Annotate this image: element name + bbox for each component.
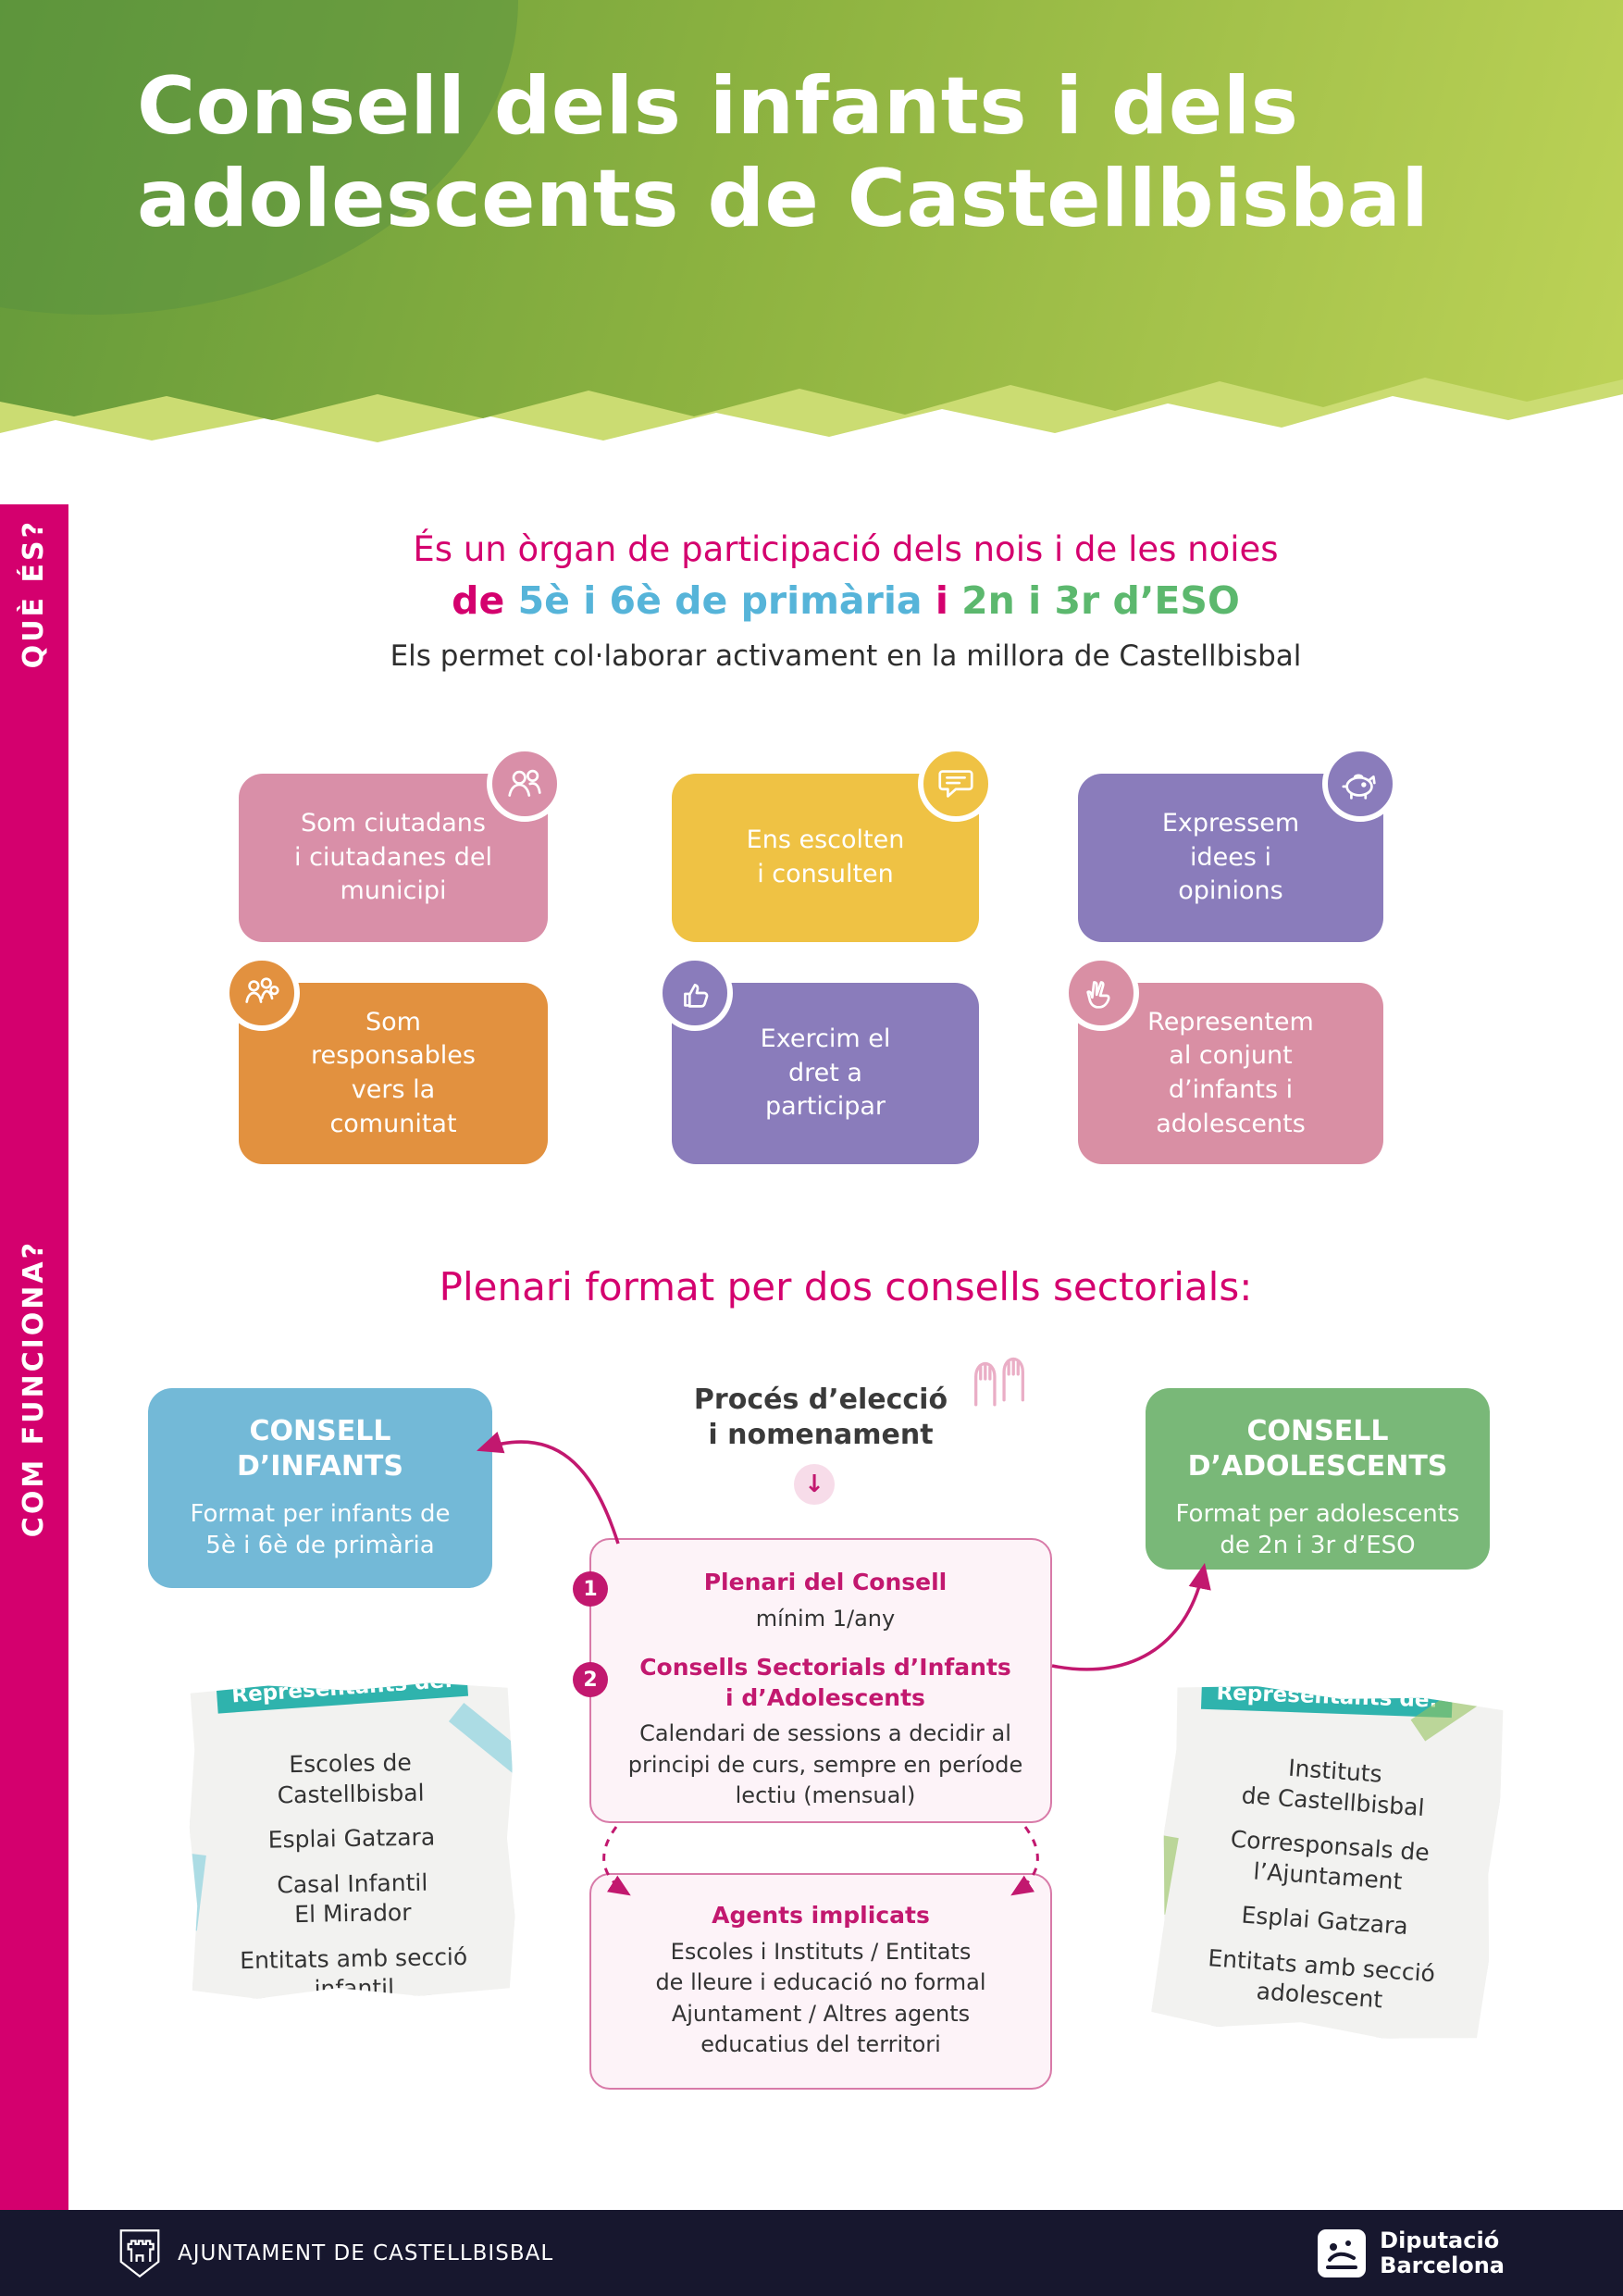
note-item: Esplai Gatzara (1240, 1901, 1409, 1941)
piggy-bank-icon (1322, 746, 1398, 822)
diputacio-logo-icon (1318, 2228, 1367, 2277)
card-som-ciutadans: Som ciutadans i ciutadanes del municipi (239, 746, 563, 942)
card-label: Exercim el dret a participar (760, 1024, 891, 1122)
victory-hand-icon (1063, 955, 1139, 1031)
card-exercim-dret: Exercim el dret a participar (657, 955, 979, 1164)
ajuntament-logo: AJUNTAMENT DE CASTELLBISBAL (118, 2228, 553, 2278)
intro-line-2: de 5è i 6è de primària i 2n i 3r d’ESO (68, 578, 1623, 623)
card-label: Representem al conjunt d’infants i adole… (1147, 1007, 1314, 1138)
note-right-items: Instituts de Castellbisbal Corresponsals… (1152, 1681, 1506, 2023)
sidebar-label-com-funciona: COM FUNCIONA? (18, 1240, 50, 1538)
agents-body: Escoles i Instituts / Entitats de lleure… (655, 1938, 986, 2058)
footer-bar: AJUNTAMENT DE CASTELLBISBAL Diputació Ba… (0, 2210, 1623, 2296)
plenari-title: Plenari del Consell (703, 1569, 948, 1595)
intro-line-3: Els permet col·laborar activament en la … (390, 639, 1302, 673)
down-arrow-icon: ↓ (794, 1464, 835, 1505)
diputacio-label: Diputació Barcelona (1380, 2227, 1505, 2278)
header-gradient: Consell dels infants i dels adolescents … (0, 0, 1623, 420)
section-sidebar: QUÈ ÉS? COM FUNCIONA? (0, 504, 68, 2210)
consell-infants-body: Format per infants de 5è i 6è de primàri… (190, 1499, 451, 1560)
card-expressem-idees: Expressem idees i opinions (1078, 746, 1398, 942)
representants-note-adolescents: Representants de: Instituts de Castellbi… (1151, 1681, 1507, 2045)
step-2-badge: 2 (573, 1662, 608, 1697)
note-item: Esplai Gatzara (267, 1823, 436, 1854)
consell-infants-box: CONSELL D’INFANTS Format per infants de … (148, 1388, 492, 1588)
sidebar-label-que-es: QUÈ ÉS? (18, 519, 50, 669)
step-1-badge: 1 (573, 1571, 608, 1607)
card-label: Som ciutadans i ciutadanes del municipi (294, 808, 492, 906)
raised-hands-icon (964, 1344, 1035, 1418)
page-title: Consell dels infants i dels adolescents … (137, 60, 1430, 245)
card-ens-escolten: Ens escolten i consulten (672, 746, 994, 942)
speech-bubble-icon (918, 746, 994, 822)
intro-line-1: És un òrgan de participació dels nois i … (413, 529, 1279, 569)
header-banner: Consell dels infants i dels adolescents … (0, 0, 1623, 472)
consells-sectorials-title: Consells Sectorials d’Infants i d’Adoles… (639, 1654, 1011, 1711)
note-item: Escoles de Castellbisbal (277, 1748, 425, 1808)
citizens-icon (487, 746, 563, 822)
card-label: Ens escolten i consulten (746, 825, 905, 888)
arrow-to-infants (477, 1432, 620, 1545)
proces-label: Procés d’elecció i nomenament (693, 1384, 948, 1451)
people-group-icon (224, 955, 300, 1031)
ajuntament-label: AJUNTAMENT DE CASTELLBISBAL (178, 2240, 554, 2265)
note-item: Entitats amb secció infantil (240, 1942, 468, 2003)
card-som-responsables: Som responsables vers la comunitat (224, 955, 548, 1164)
consell-adolescents-title: CONSELL D’ADOLESCENTS (1187, 1415, 1448, 1483)
consells-sectorials-body: Calendari de sessions a decidir al princ… (627, 1720, 1023, 1809)
plenari-frequency: mínim 1/any (755, 1605, 896, 1632)
thumbs-up-icon (657, 955, 733, 1031)
consell-infants-title: CONSELL D’INFANTS (236, 1415, 403, 1483)
consell-adolescents-box: CONSELL D’ADOLESCENTS Format per adolesc… (1146, 1388, 1490, 1570)
note-item: Entitats amb secció adolescent (1207, 1943, 1436, 2014)
plenari-box: 1 2 Plenari del Consell mínim 1/any Cons… (573, 1538, 1052, 1823)
note-item: Casal Infantil El Mirador (277, 1868, 428, 1929)
representants-note-infants: Representants de: Escoles de Castellbisb… (187, 1682, 516, 2000)
intro-primaria: 5è i 6è de primària (517, 578, 923, 623)
consell-adolescents-body: Format per adolescents de 2n i 3r d’ESO (1175, 1499, 1460, 1560)
card-label: Expressem idees i opinions (1161, 808, 1300, 906)
intro-i: i (922, 578, 962, 623)
intro-block: És un òrgan de participació dels nois i … (68, 529, 1623, 673)
castle-shield-icon (119, 2228, 160, 2277)
intro-eso: 2n i 3r d’ESO (961, 578, 1240, 623)
card-representem: Representem al conjunt d’infants i adole… (1063, 955, 1383, 1164)
card-label: Som responsables vers la comunitat (311, 1007, 476, 1138)
how-section-heading: Plenari format per dos consells sectoria… (439, 1264, 1253, 1309)
diputacio-logo: Diputació Barcelona (1317, 2228, 1505, 2278)
agents-title: Agents implicats (712, 1902, 930, 1929)
note-item: Corresponsals de l’Ajuntament (1229, 1825, 1431, 1895)
note-item: Instituts de Castellbisbal (1240, 1754, 1426, 1821)
intro-de: de (452, 578, 518, 623)
arrow-to-adolescents (1051, 1562, 1211, 1671)
agents-box: Agents implicats Escoles i Instituts / E… (589, 1873, 1052, 2090)
